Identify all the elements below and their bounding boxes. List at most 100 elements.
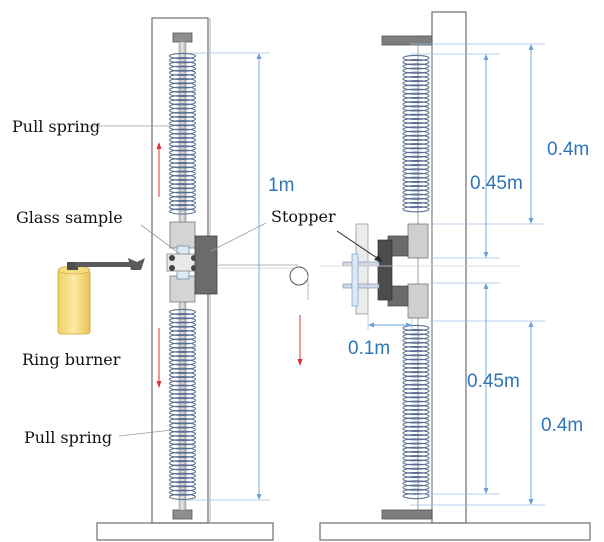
spring-coil [402,350,430,357]
spring-coil [168,174,197,181]
spring-coil [168,124,197,131]
spring-coil [402,455,430,462]
side-upper-block [407,223,429,259]
dim-gap: 0.1m [348,338,390,359]
spring-coil [402,172,430,179]
spring-coil [168,443,197,450]
spring-coil [168,317,197,324]
spring-coil [168,342,197,349]
spring-coil [402,101,430,108]
spring-coil [168,313,197,320]
spring-coil [168,405,197,412]
spring-coil [168,367,197,374]
spring-coil [402,438,430,445]
spring-coil [402,143,430,150]
spring-coil [168,485,197,492]
spring-coil [168,430,197,437]
spring-coil [402,429,430,437]
spring-coil [168,61,197,68]
spring-coil [168,409,197,416]
spring-coil [402,88,430,95]
label-stopper: Stopper [271,207,336,226]
label-glass-sample: Glass sample [16,208,123,227]
spring-coil [168,413,197,421]
spring-coil [402,337,430,344]
clamp-bolt [169,265,175,271]
spring-coil [168,388,197,395]
spring-coil [168,397,197,404]
spring-coil [402,164,430,171]
spring-coil [168,426,197,433]
spring-coil [168,493,197,500]
upper-pull-spring [168,52,197,215]
dim-upper-inner: 0.45m [470,173,523,194]
spring-coil [168,57,197,64]
spring-coil [168,464,197,471]
side-lower-block [407,283,429,319]
spring-coil [402,324,430,332]
spring-coil [402,421,430,428]
spring-coil [168,363,197,370]
spring-coil [402,59,430,66]
spring-coil [168,141,197,148]
spring-coil [402,471,430,479]
spring-coil [402,467,430,474]
spring-coil [168,359,197,366]
spring-coil [168,199,197,207]
spring-coil [402,446,430,453]
spring-coil [402,442,430,449]
spring-coil [402,151,430,158]
spring-coil [402,185,430,192]
spring-coil [402,54,430,62]
label-pull-spring-top: Pull spring [12,117,100,136]
dim-lower-outer: 0.4m [541,415,583,436]
dim-upper-outer: 0.4m [547,139,589,160]
label-ring-burner: Ring burner [22,350,121,369]
front-base-plate [96,522,274,541]
spring-coil [168,476,197,484]
clamp-bolt [169,255,175,261]
spring-coil [168,204,197,211]
spring-coil [402,122,430,129]
spring-coil [168,325,197,332]
spring-coil [402,375,430,382]
spring-coil [402,354,430,361]
spring-coil [168,481,197,488]
spring-coil [402,105,430,112]
spring-coil [402,197,430,204]
spring-coil [402,189,430,196]
spring-coil [402,80,430,87]
spring-coil [168,166,197,173]
spring-coil [168,170,197,177]
dimension-gap [367,315,413,330]
spring-coil [402,117,430,125]
spring-coil [168,355,197,362]
spring-coil [402,392,430,399]
spring-coil [402,484,430,491]
spring-coil [168,329,197,337]
lower-pull-spring [168,308,197,500]
spring-coil [402,84,430,91]
pulley [289,266,309,286]
side-bolt [342,261,380,267]
spring-coil [168,90,197,97]
spring-coil [168,157,197,165]
spring-coil [402,387,430,395]
spring-coil [402,492,430,500]
spring-coil [168,489,197,496]
spring-coil [168,52,197,60]
force-arrow-down [156,328,162,388]
spring-coil [168,472,197,479]
spring-coil [402,126,430,133]
spring-coil [168,371,197,379]
spring-coil [402,459,430,466]
spring-coil [402,425,430,432]
spring-coil [168,384,197,391]
spring-coil [402,206,430,213]
spring-coil [402,450,430,458]
spring-coil [402,434,430,441]
spring-coil [402,193,430,200]
spring-coil [168,401,197,408]
spring-coil [168,338,197,345]
spring-coil [402,480,430,487]
